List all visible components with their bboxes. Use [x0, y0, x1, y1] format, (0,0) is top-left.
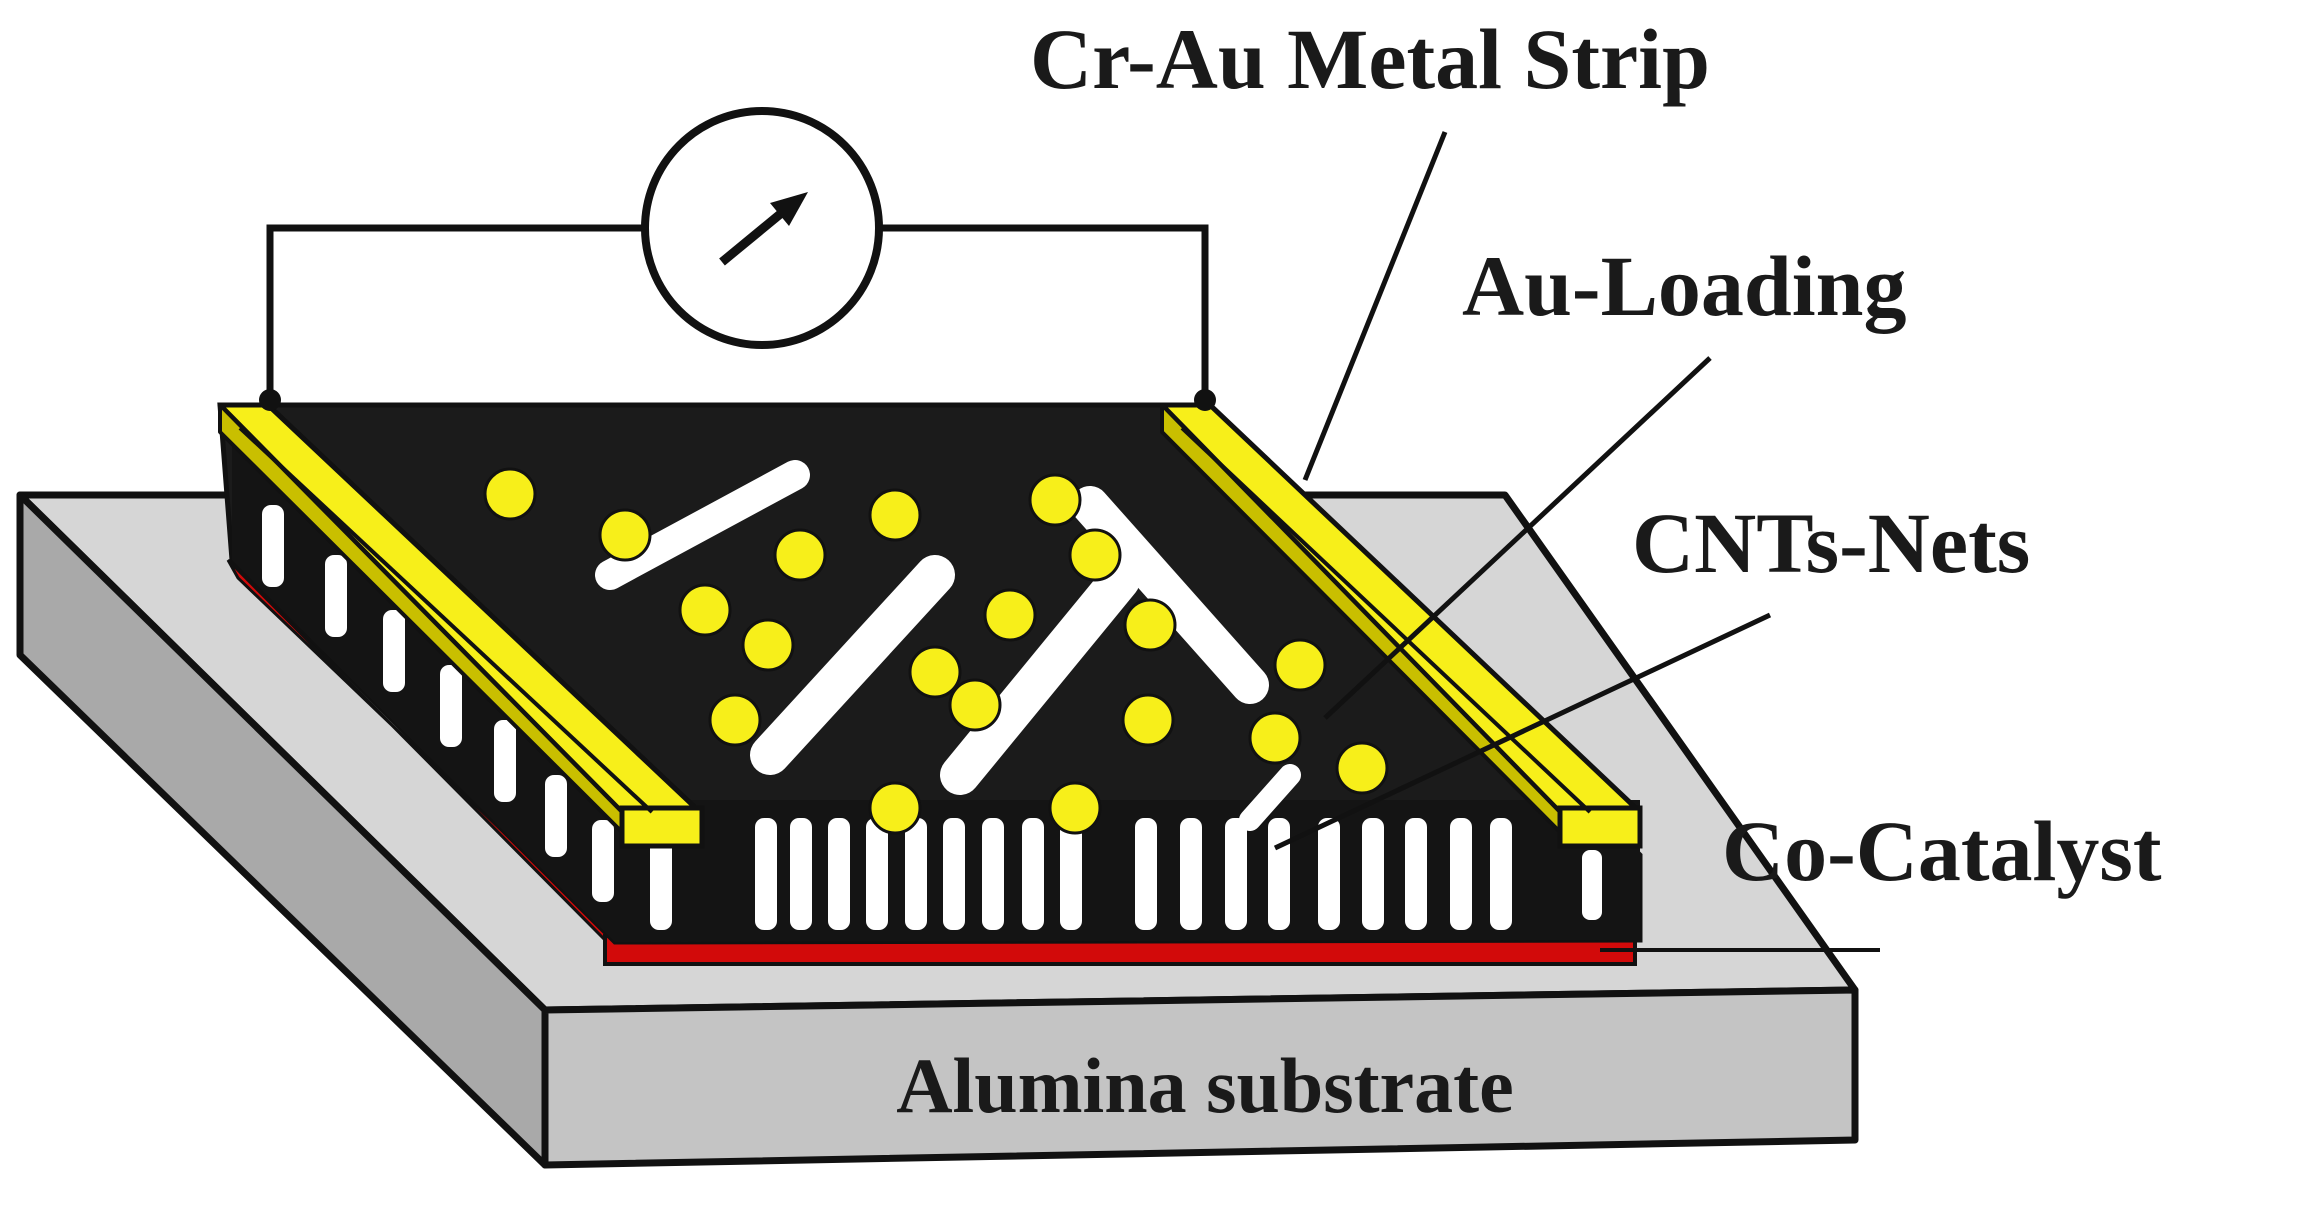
au-particle — [868, 781, 922, 835]
nanotube-pillar — [325, 555, 347, 637]
nanotube-pillar — [982, 818, 1004, 930]
au-particle — [868, 488, 922, 542]
au-particle — [741, 618, 795, 672]
nanotube-pillar — [1135, 818, 1157, 930]
nanotube-pillar — [1450, 818, 1472, 930]
right-electrode — [1159, 402, 1643, 849]
nanotube-pillar — [943, 818, 965, 930]
au-particle — [598, 508, 652, 562]
au-particle — [1048, 781, 1102, 835]
nanotube-pillar — [1268, 818, 1290, 930]
meter-icon — [641, 107, 883, 349]
callout-metal-strip — [1302, 131, 1448, 481]
callout-cnts-nets — [1273, 612, 1772, 851]
metal-strip-label: Cr-Au Metal Strip — [1030, 11, 1710, 107]
nanotube-pillar — [1582, 850, 1602, 920]
nanotube-pillar — [262, 505, 284, 587]
cnt-strand — [595, 460, 810, 590]
cnt-nets — [595, 460, 1301, 831]
au-particle — [1273, 638, 1327, 692]
au-particle — [1121, 693, 1175, 747]
left-electrode-ridge — [238, 426, 654, 814]
au-particle — [983, 588, 1037, 642]
au-loading-particles — [483, 467, 1389, 835]
au-particle — [1248, 711, 1302, 765]
measuring-circuit — [259, 107, 1216, 411]
nanotube-pillar — [440, 665, 462, 747]
cnts-nets-label: CNTs-Nets — [1632, 495, 2030, 591]
au-loading-label: Au-Loading — [1462, 238, 1907, 334]
au-particle — [948, 678, 1002, 732]
circuit-wire — [880, 224, 1209, 405]
nanotube-pillar — [790, 818, 812, 930]
au-particle — [708, 693, 762, 747]
nanotube-pillar — [755, 818, 777, 930]
nanotube-pillar — [1022, 818, 1044, 930]
nanotube-pillar — [383, 610, 405, 692]
au-particle — [1123, 598, 1177, 652]
left-electrode-end — [619, 805, 705, 849]
cnt-strand — [940, 560, 1140, 795]
nanotube-pillar — [1490, 818, 1512, 930]
right-electrode-ridge — [1180, 426, 1592, 814]
nanotube-pillar — [545, 775, 567, 857]
nanotube-pillar — [1362, 818, 1384, 930]
co-catalyst-label: Co-Catalyst — [1722, 803, 2162, 899]
nanotube-pillar — [828, 818, 850, 930]
callout-au-loading — [1323, 356, 1712, 720]
au-particle — [908, 645, 962, 699]
au-particle — [483, 467, 537, 521]
nanotube-pillar — [1180, 818, 1202, 930]
nanotube-pillar — [592, 820, 614, 902]
au-particle — [1028, 473, 1082, 527]
electrode-contact — [1194, 389, 1216, 411]
cnt-strand — [1239, 764, 1301, 831]
nanotube-pillar — [866, 818, 888, 930]
au-particle — [1335, 741, 1389, 795]
nanotube-pillar — [494, 720, 516, 802]
right-electrode-end — [1557, 805, 1643, 849]
nanotube-pillar — [905, 818, 927, 930]
left-electrode — [217, 402, 705, 849]
nanotube-pillar — [1225, 818, 1247, 930]
electrode-contact — [259, 389, 281, 411]
au-particle — [773, 528, 827, 582]
au-particle — [678, 583, 732, 637]
substrate-label: Alumina substrate — [896, 1042, 1514, 1129]
circuit-wire — [266, 224, 645, 405]
nanotube-pillar — [1060, 818, 1082, 930]
nanotube-pillars-left — [262, 505, 614, 902]
au-particle — [1068, 528, 1122, 582]
cnt-strand — [1071, 486, 1269, 704]
nanotube-pillar — [1318, 818, 1340, 930]
nanotube-pillar — [1405, 818, 1427, 930]
substrate-front-face — [541, 986, 1859, 1169]
callout-lines — [1273, 131, 1880, 952]
nanotube-pillars-front — [650, 818, 1602, 930]
cnt-strand — [750, 555, 955, 775]
